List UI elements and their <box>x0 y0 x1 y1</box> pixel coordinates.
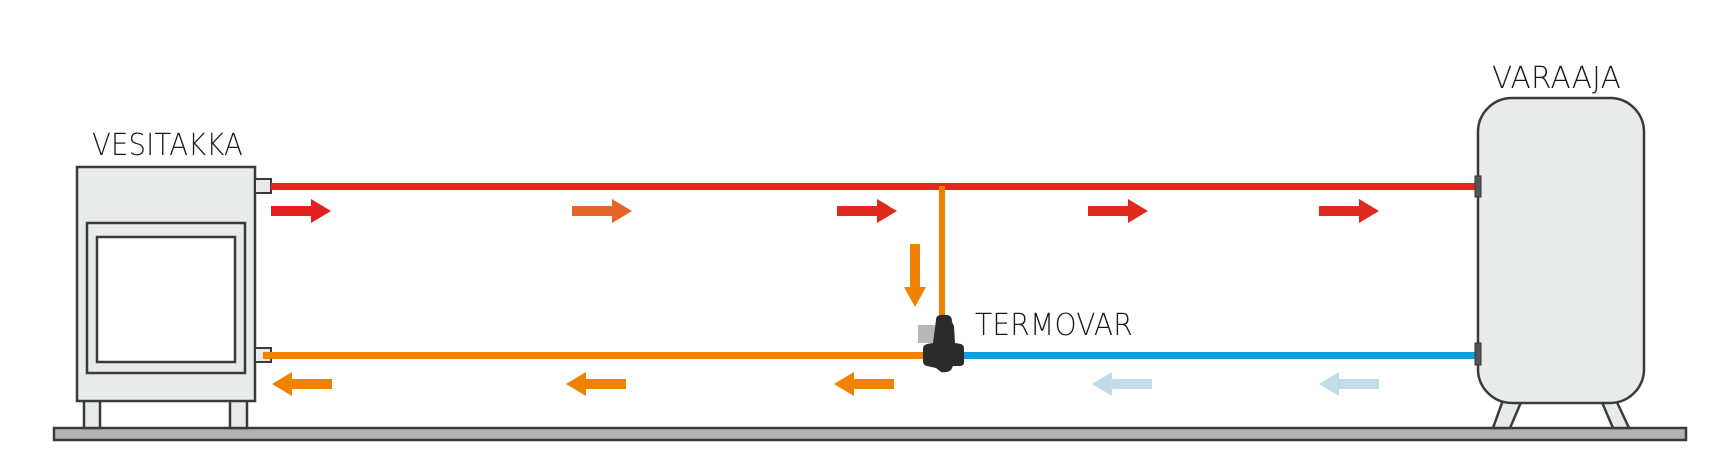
flow-arrow-return-left-icon <box>566 372 626 396</box>
valve-body <box>923 315 964 373</box>
pipes <box>263 175 1482 366</box>
floor <box>52 426 1688 442</box>
flow-arrow-supply-right-icon <box>572 199 632 223</box>
flow-arrow-supply-right-icon <box>1319 199 1379 223</box>
valve-label: TERMOVAR <box>975 308 1133 343</box>
supply-pipe <box>271 183 1476 190</box>
flow-arrow-supply-right-icon <box>837 199 897 223</box>
termovar-valve: TERMOVAR <box>918 308 1133 373</box>
flow-arrow-return-left-icon <box>1319 372 1379 396</box>
stove-label: VESITAKKA <box>92 128 243 163</box>
storage-tank: VARAAJA <box>1476 61 1646 430</box>
tank-body <box>1476 96 1646 405</box>
flow-arrow-supply-right-icon <box>1088 199 1148 223</box>
bypass-pipe <box>939 186 945 318</box>
return-pipe-mixed <box>263 352 933 359</box>
tank-return-connector <box>1474 342 1482 366</box>
stove-leg-left <box>82 398 102 430</box>
flow-arrow-bypass-down-icon <box>904 244 926 307</box>
return-pipe-cold <box>960 352 1476 359</box>
flow-arrows <box>271 199 1379 396</box>
tank-supply-connector <box>1474 175 1482 198</box>
valve-handle <box>918 325 935 343</box>
stove-leg-right <box>228 398 249 430</box>
flow-arrow-return-left-icon <box>272 372 332 396</box>
stove-window <box>95 235 237 364</box>
stove-outlet-connector <box>254 178 272 194</box>
flow-arrow-return-left-icon <box>1092 372 1152 396</box>
flow-arrow-return-left-icon <box>834 372 894 396</box>
tank-label: VARAAJA <box>1492 61 1621 96</box>
stove: VESITAKKA <box>75 128 272 430</box>
flow-arrow-supply-right-icon <box>271 199 331 223</box>
